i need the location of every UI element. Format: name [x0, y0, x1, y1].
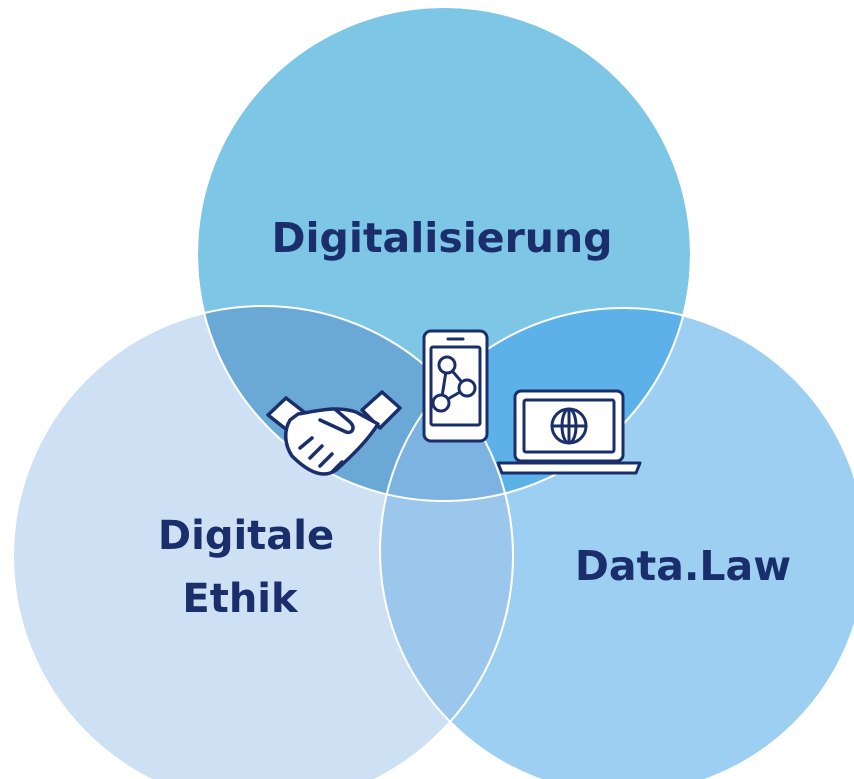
laptop-globe-icon	[496, 389, 642, 475]
label-digitalisierung: Digitalisierung	[271, 214, 612, 262]
circle-outline-right	[379, 307, 854, 779]
label-digitale-ethik: Digitale Ethik	[158, 513, 348, 622]
circle-outline-left	[12, 305, 514, 779]
label-digitale-ethik-line-2: Ethik	[182, 576, 299, 622]
handshake-icon	[266, 390, 402, 476]
label-digitale-ethik-line-1: Digitale	[158, 513, 334, 559]
overlap-digitalisierung-ethik	[197, 306, 513, 501]
smartphone-network-icon	[422, 329, 489, 443]
circle-outline-top	[196, 6, 692, 502]
label-data-law: Data.Law	[575, 542, 791, 590]
overlap-digitalisierung-data-law	[380, 308, 691, 501]
